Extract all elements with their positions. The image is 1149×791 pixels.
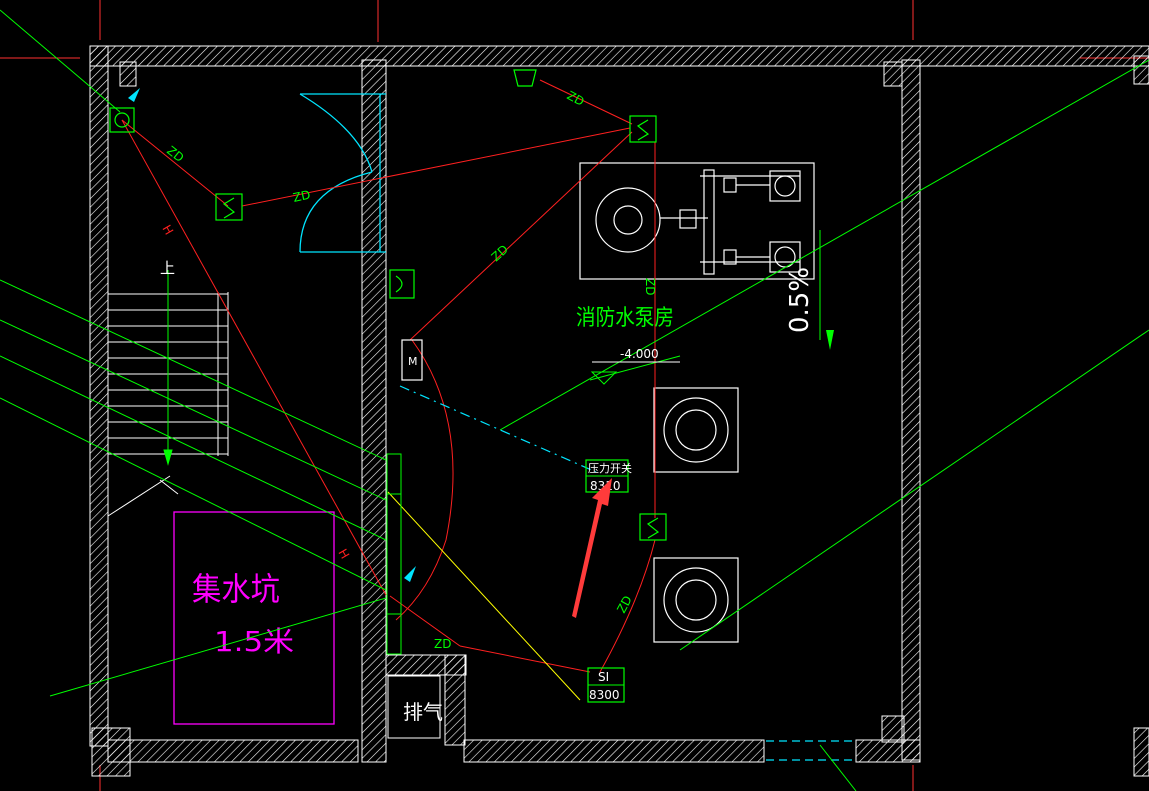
pipe-tag: ZD — [292, 188, 312, 205]
signal-line-yellow — [387, 491, 581, 701]
annotation-arrow — [572, 478, 612, 618]
pipe-tag: ZD — [565, 88, 587, 109]
pressure-switch-label: 压力开关 — [588, 461, 632, 475]
pump-room-label: 消防水泵房 — [576, 306, 674, 331]
cyan-markers — [128, 88, 416, 582]
valve-symbols — [109, 69, 667, 541]
h-tag: H — [159, 223, 176, 238]
level-marker — [590, 371, 618, 385]
pipe-tag: ZD — [643, 278, 657, 295]
water-tank-1 — [653, 387, 739, 473]
building-walls — [89, 45, 1149, 777]
h-tag: H — [335, 547, 352, 562]
water-tank-2 — [653, 557, 739, 643]
dashed-link — [399, 385, 597, 473]
wall-opening-dashed — [766, 740, 856, 761]
exhaust-label: 排气 — [403, 700, 443, 724]
signal-wires — [0, 9, 1149, 791]
motor-box — [401, 339, 423, 381]
slope-label: 0.5% — [785, 267, 815, 333]
pit-title: 集水坑 — [192, 570, 280, 608]
pipe-tag: ZD — [164, 143, 186, 165]
pit-depth: 1.5米 — [214, 625, 294, 658]
si-tag: SI — [598, 670, 609, 684]
pump-unit-main — [579, 162, 815, 280]
pipe-tag: ZD — [614, 593, 635, 615]
wall-outlines — [108, 65, 1149, 740]
level-label: -4.000 — [620, 347, 659, 361]
stair-direction-arrow — [163, 270, 173, 466]
wall-equipment-strip — [386, 453, 402, 655]
pipe-tag: ZD — [434, 637, 451, 651]
slope-arrow — [826, 330, 834, 350]
double-door — [299, 93, 386, 253]
drain-pipes — [121, 79, 656, 673]
si-code: 8300 — [589, 688, 620, 702]
stair-up-label: 上 — [160, 259, 175, 277]
collection-pit — [173, 511, 335, 725]
motor-tag: M — [408, 355, 418, 368]
pipe-tags: ZD ZD ZD ZD ZD ZD ZD — [164, 88, 657, 651]
pipe-tag: ZD — [489, 242, 511, 264]
